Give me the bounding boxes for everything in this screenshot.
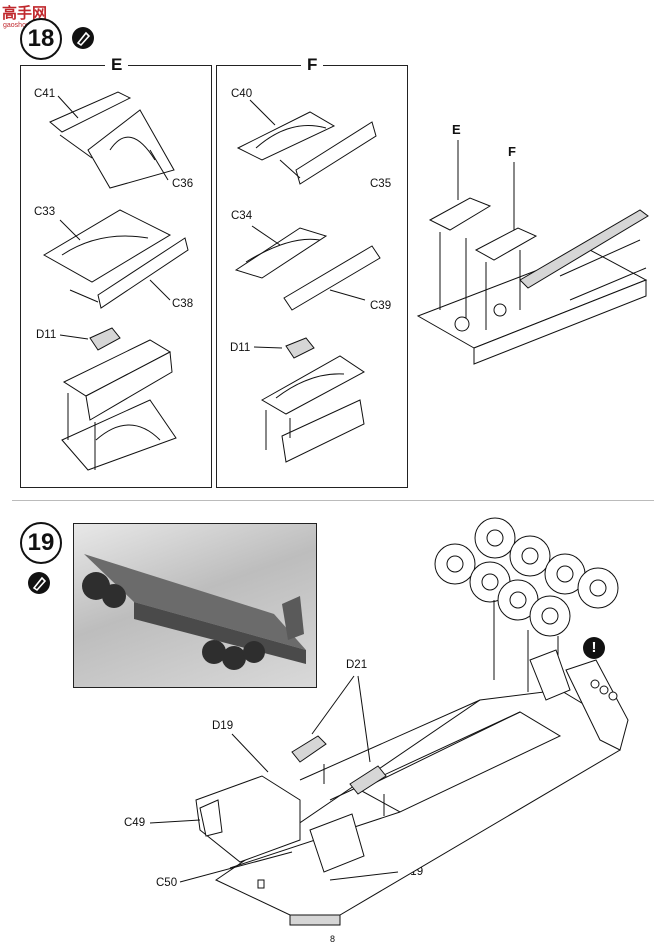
overview-label-e: E <box>452 122 461 137</box>
label-c36: C36 <box>172 178 194 190</box>
label-c41: C41 <box>34 88 56 100</box>
exclamation-icon: ! <box>583 637 605 659</box>
label-d11-f: D11 <box>230 342 251 354</box>
label-c35: C35 <box>370 178 392 190</box>
callout-c49: C49 <box>124 817 146 829</box>
callout-d21: D21 <box>346 659 368 671</box>
panel-e-title: E <box>105 55 129 75</box>
page-number: 8 <box>330 934 336 944</box>
overview-label-f: F <box>508 144 516 159</box>
label-c38: C38 <box>172 298 194 310</box>
step-divider <box>12 500 654 501</box>
panel-f-title: F <box>301 55 324 75</box>
label-c33: C33 <box>34 206 56 218</box>
callout-d19-upper: D19 <box>212 720 234 732</box>
watermark-subtext: gaoshou.net <box>3 22 42 29</box>
step-19-number: 19 <box>20 522 62 564</box>
callout-c50: C50 <box>156 877 178 889</box>
watermark-logo: 高手网 <box>2 5 48 22</box>
glue-icon <box>72 27 94 49</box>
glue-icon <box>28 572 50 594</box>
label-c40: C40 <box>231 88 253 100</box>
reference-photo <box>73 523 317 688</box>
label-c34: C34 <box>231 210 253 222</box>
step-18-number: 18 <box>20 18 62 60</box>
label-d11-e: D11 <box>36 329 57 341</box>
label-c39: C39 <box>370 300 392 312</box>
